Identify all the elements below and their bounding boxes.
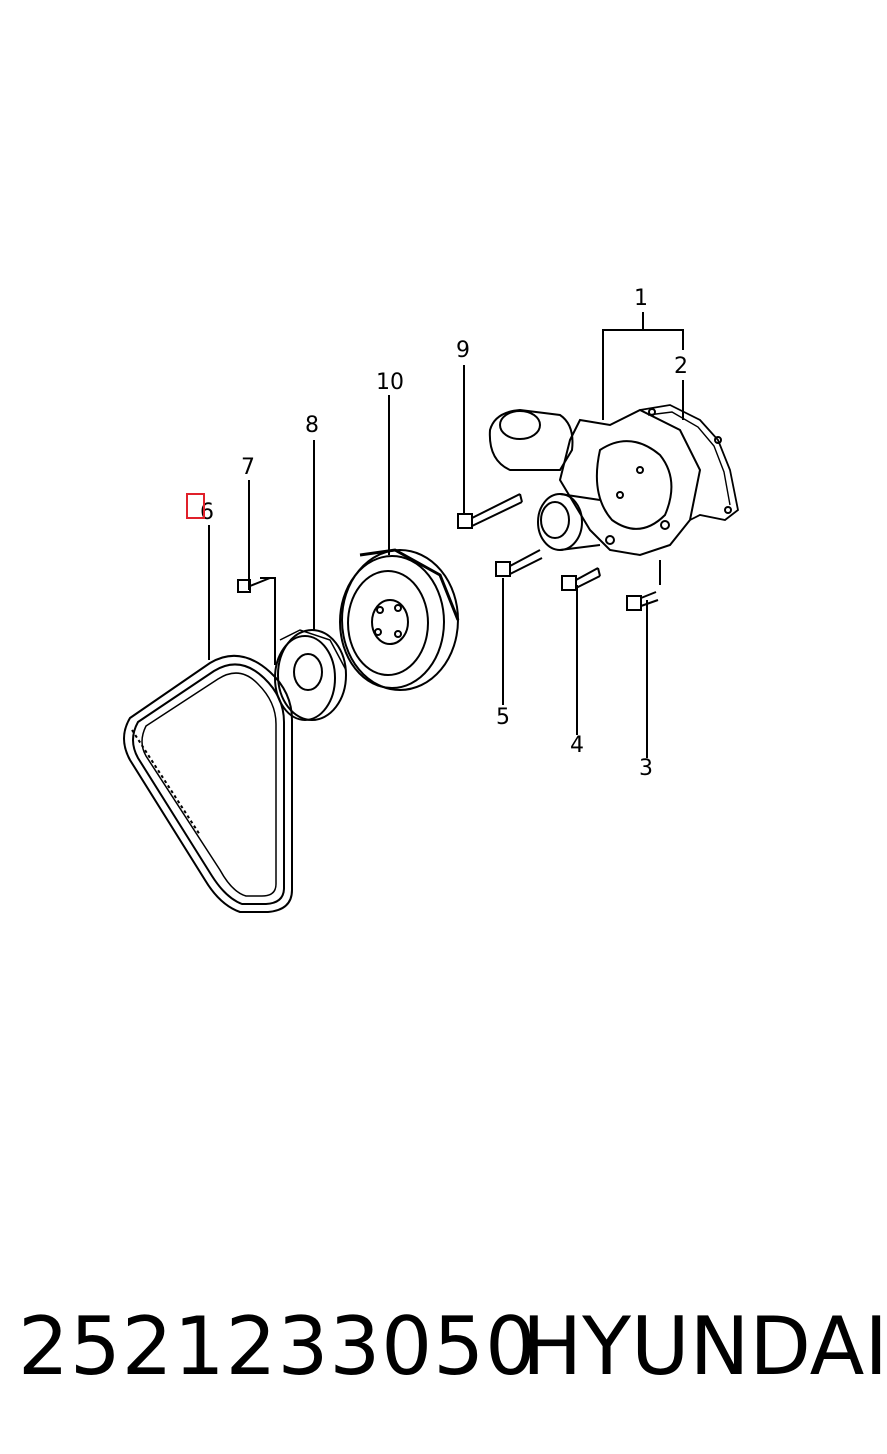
- leader-bracket-1: [602, 329, 684, 420]
- callout-4[interactable]: 4: [570, 733, 584, 758]
- water-pump-assembly: [488, 404, 739, 557]
- bolt-3: [626, 591, 659, 611]
- callout-5[interactable]: 5: [496, 705, 510, 730]
- callout-7[interactable]: 7: [241, 455, 255, 480]
- drive-belt: [123, 654, 293, 913]
- part-number: 2521233050: [18, 1300, 537, 1393]
- callout-1[interactable]: 1: [634, 286, 648, 311]
- leader-line-7b: [260, 577, 276, 665]
- bolt-7: [237, 577, 271, 593]
- highlight-box: [186, 493, 205, 519]
- callout-8[interactable]: 8: [305, 413, 319, 438]
- callout-9[interactable]: 9: [456, 338, 470, 363]
- callout-2[interactable]: 2: [674, 354, 688, 379]
- bolt-5: [495, 549, 543, 577]
- water-pump-pulley: [339, 548, 460, 691]
- callout-3[interactable]: 3: [639, 756, 653, 781]
- bolt-9: [457, 493, 523, 529]
- bolt-4: [561, 567, 601, 591]
- brand-name: HYUNDAI: [522, 1300, 887, 1393]
- parts-diagram: [123, 312, 739, 913]
- callout-10[interactable]: 10: [376, 370, 404, 395]
- crank-pulley: [274, 629, 347, 721]
